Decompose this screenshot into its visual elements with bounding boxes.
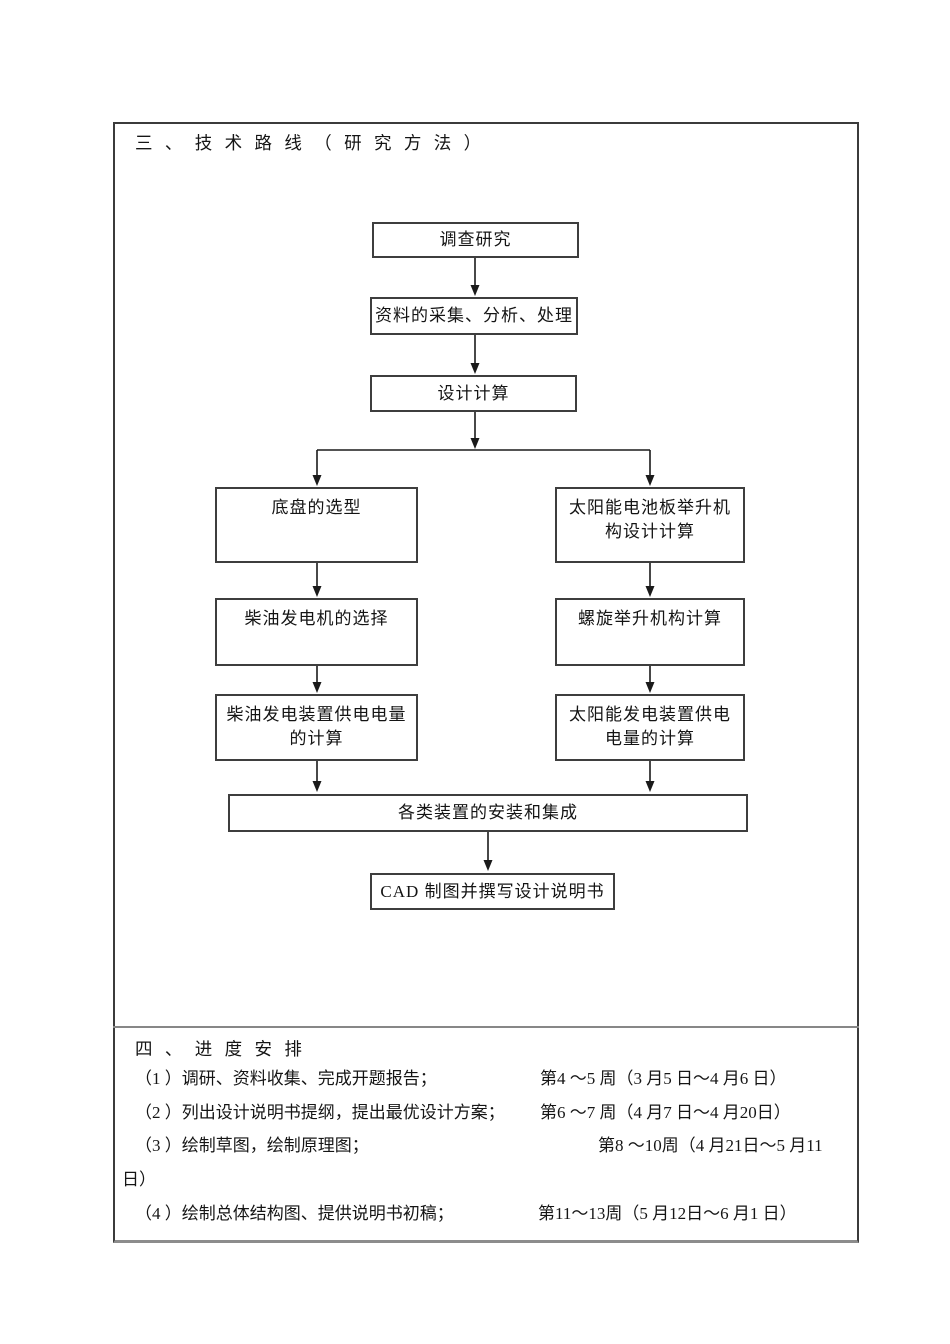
flow-node-cad: CAD 制图并撰写设计说明书 (370, 873, 615, 910)
schedule-item-4-task: （4 ）绘制总体结构图、提供说明书初稿； (135, 1204, 454, 1223)
flow-node-solar-power: 太阳能发电装置供电 电量的计算 (555, 694, 745, 761)
flow-node-integration: 各类装置的安装和集成 (228, 794, 748, 832)
schedule-item-1-task: （1 ）调研、资料收集、完成开题报告； (135, 1069, 437, 1088)
section3-heading: 三 、 技 术 路 线 （ 研 究 方 法 ） (135, 133, 486, 153)
schedule-item-3-task: （3 ）绘制草图，绘制原理图； (135, 1136, 369, 1155)
flow-node-diesel-power-line2: 的计算 (289, 729, 344, 748)
schedule-item-1-weeks: 第4 ～5 周（3 月5 日～4 月6 日） (540, 1069, 787, 1088)
flow-node-integration-text: 各类装置的安装和集成 (398, 803, 578, 822)
flow-node-diesel-power-line1: 柴油发电装置供电电量 (226, 705, 407, 724)
flow-node-solar-lift: 太阳能电池板举升机 构设计计算 (555, 487, 745, 563)
form-border (113, 122, 859, 1243)
flow-node-design-calc-text: 设计计算 (437, 383, 510, 403)
flow-node-cad-text: CAD 制图并撰写设计说明书 (380, 881, 605, 901)
section4-heading: 四 、 进 度 安 排 (135, 1039, 306, 1059)
section-divider-line (113, 1026, 859, 1028)
schedule-item-4-weeks: 第11～13周（5 月12日～6 月1 日） (538, 1204, 797, 1223)
flow-node-screw-lift: 螺旋举升机构计算 (555, 598, 745, 666)
flow-node-solar-power-line1: 太阳能发电装置供电 (569, 705, 731, 724)
flow-node-collect-text: 资料的采集、分析、处理 (375, 306, 573, 325)
flow-node-collect: 资料的采集、分析、处理 (370, 297, 578, 335)
flow-node-diesel-power: 柴油发电装置供电电量 的计算 (215, 694, 418, 761)
schedule-item-3-weeks-continuation: 日） (122, 1170, 156, 1189)
flow-node-design-calc: 设计计算 (370, 375, 577, 412)
flow-node-solar-power-line2: 电量的计算 (605, 729, 695, 748)
schedule-item-2-task: （2 ）列出设计说明书提纲，提出最优设计方案； (135, 1103, 505, 1122)
flow-node-chassis: 底盘的选型 (215, 487, 418, 563)
flow-node-survey: 调查研究 (372, 222, 579, 258)
flow-node-diesel-select-text: 柴油发电机的选择 (244, 609, 389, 628)
flow-node-screw-lift-text: 螺旋举升机构计算 (578, 609, 722, 628)
flow-node-survey-text: 调查研究 (439, 230, 512, 249)
schedule-item-3-weeks: 第8 ～10周（4 月21日～5 月11 (598, 1136, 823, 1155)
flow-node-chassis-text: 底盘的选型 (271, 498, 362, 517)
flow-node-solar-lift-line2: 构设计计算 (605, 522, 695, 541)
flow-node-diesel-select: 柴油发电机的选择 (215, 598, 418, 666)
flow-node-solar-lift-line1: 太阳能电池板举升机 (569, 498, 731, 517)
schedule-item-2-weeks: 第6 ～7 周（4 月7 日～4 月20日） (540, 1103, 791, 1122)
